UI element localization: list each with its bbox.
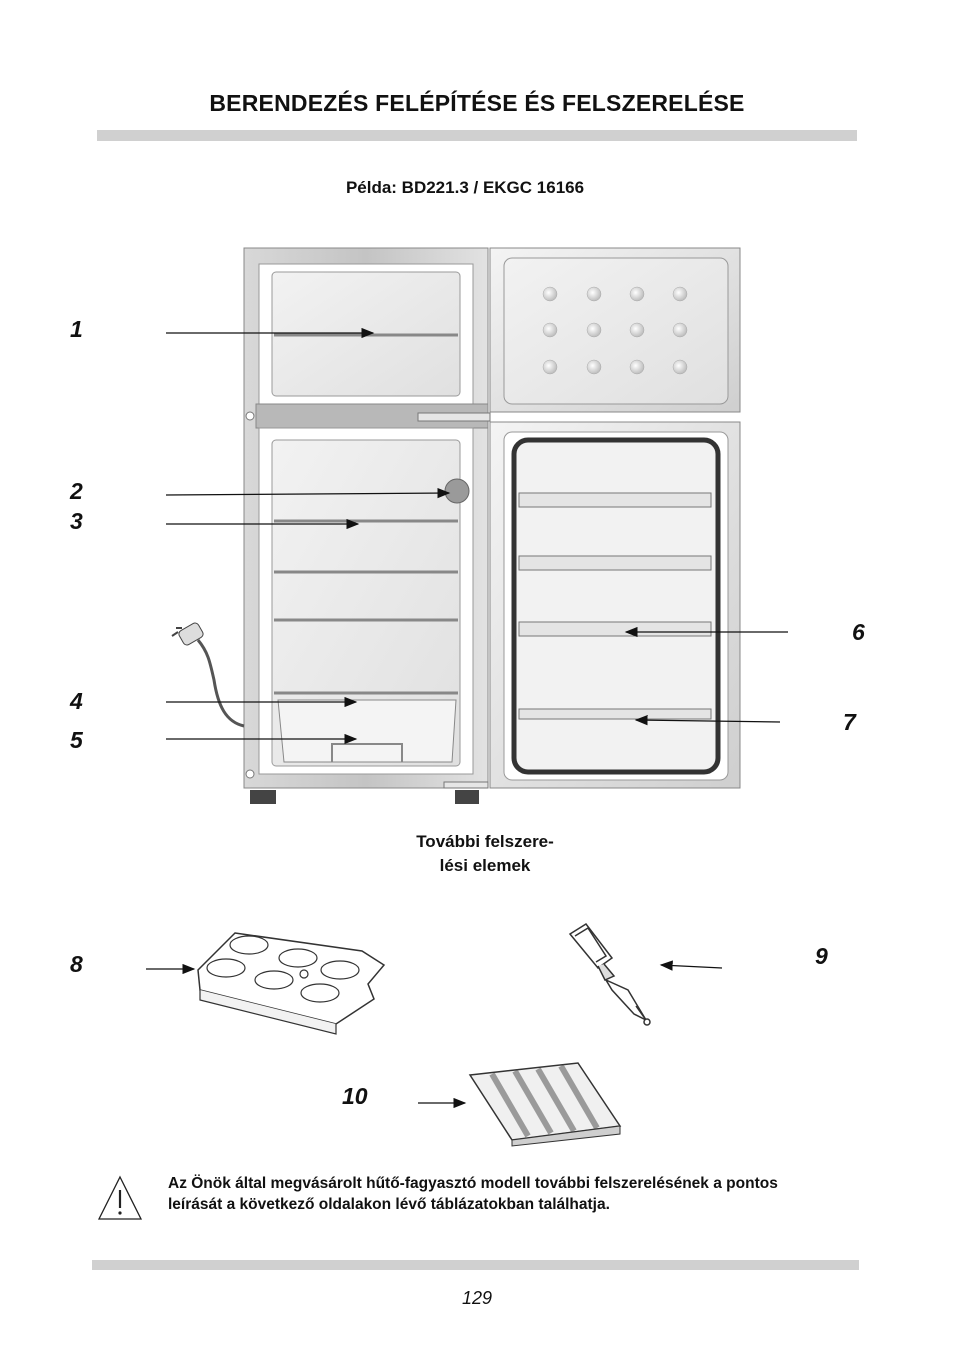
- callout-2: 2: [70, 478, 83, 504]
- warning-note-line2: leírását a következő oldalakon lévő tábl…: [168, 1196, 610, 1213]
- callout-9: 9: [815, 943, 828, 969]
- fridge-body: [243, 247, 491, 804]
- model-example: Példa: BD221.3 / EKGC 16166: [345, 178, 585, 197]
- callout-8: 8: [70, 951, 83, 977]
- warning-triangle-icon: [97, 1175, 143, 1220]
- page-title: BERENDEZÉS FELÉPÍTÉSE ÉS FELSZERELÉSE: [209, 90, 745, 116]
- page-number: 129: [461, 1288, 493, 1308]
- extras-heading-line2: lési elemek: [439, 856, 531, 875]
- callout-5: 5: [70, 727, 83, 753]
- callout-6: 6: [852, 619, 865, 645]
- callout-7: 7: [843, 709, 856, 735]
- egg-tray: [197, 932, 386, 1035]
- warning-note: Az Önök által megvásárolt hűtő-fagyasztó…: [168, 1173, 868, 1215]
- power-plug-icon: [171, 622, 245, 728]
- bottle-holder: [468, 1062, 622, 1147]
- extras-heading-line1: További felszere-: [416, 832, 554, 851]
- ice-scraper: [568, 923, 651, 1026]
- callout-3: 3: [70, 508, 83, 534]
- callout-arrows: [146, 327, 788, 1109]
- top-rule: [97, 130, 857, 141]
- callout-1: 1: [70, 316, 83, 342]
- callout-4: 4: [70, 688, 83, 714]
- callout-10: 10: [342, 1083, 368, 1109]
- extras-heading: További felszere- lési elemek: [380, 830, 590, 878]
- egg-dimples: [542, 286, 688, 375]
- bottom-rule: [92, 1260, 859, 1270]
- warning-note-line1: Az Önök által megvásárolt hűtő-fagyasztó…: [168, 1175, 778, 1192]
- fridge-doors: [489, 247, 741, 789]
